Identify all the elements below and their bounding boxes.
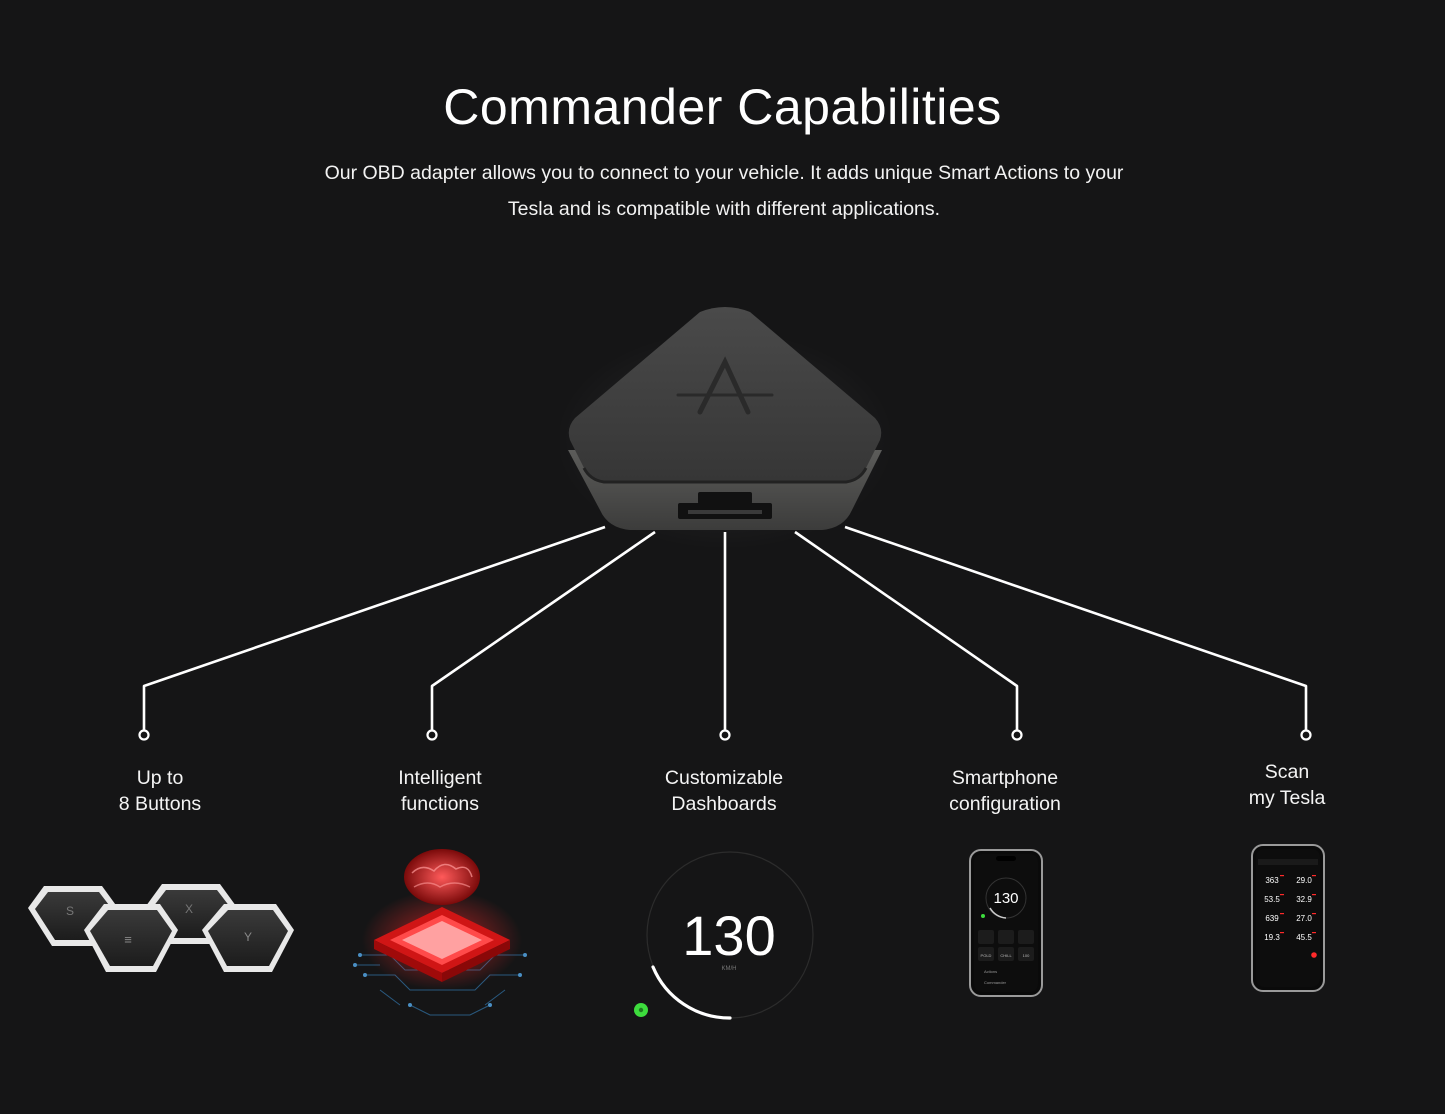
connector-node-3 [719, 729, 731, 741]
gauge-value: 130 [682, 904, 775, 967]
ai-chip-brain-icon [353, 849, 527, 1016]
svg-text:32.9: 32.9 [1296, 895, 1312, 904]
capability-label-buttons: Up to 8 Buttons [118, 767, 202, 815]
connector-node-2 [426, 729, 438, 741]
gauge-unit: KM/H [722, 966, 737, 972]
connector-node-4 [1011, 729, 1023, 741]
buttons-icon: S X ≡ Y [28, 884, 294, 972]
svg-text:Y: Y [244, 930, 252, 944]
svg-text:639: 639 [1265, 914, 1279, 923]
obd-port [678, 492, 772, 519]
connector-2 [430, 530, 656, 730]
capability-label-smartphone: Smartphone configuration [949, 767, 1061, 815]
connector-node-1 [138, 729, 150, 741]
connector-5 [844, 525, 1308, 730]
svg-text:Actions: Actions [984, 969, 997, 974]
svg-text:≡: ≡ [124, 932, 132, 947]
subtitle-line-1: Our OBD adapter allows you to connect to… [324, 162, 1124, 184]
svg-text:363: 363 [1265, 876, 1279, 885]
page-title: Commander Capabilities [443, 79, 1002, 135]
svg-text:19.3: 19.3 [1264, 933, 1280, 942]
hex-button-menu: ≡ [84, 904, 178, 972]
chip [374, 907, 510, 982]
svg-text:X: X [185, 902, 193, 916]
hex-button-y: Y [202, 904, 294, 972]
capability-label-dashboards: Customizable Dashboards [664, 767, 784, 815]
svg-text:29.0: 29.0 [1296, 876, 1312, 885]
svg-text:POLD: POLD [981, 953, 992, 958]
svg-text:53.5: 53.5 [1264, 895, 1280, 904]
page-subtitle: Our OBD adapter allows you to connect to… [282, 155, 1166, 227]
capability-label-intelligent: Intelligent functions [398, 767, 482, 815]
phone-icon: 130 POLD CHILL 100 Actions Commander [969, 849, 1043, 997]
brain-shape [404, 849, 480, 905]
connector-lines [138, 525, 1312, 741]
svg-text:S: S [66, 904, 74, 918]
phone-speed-value: 130 [993, 890, 1018, 907]
scan-phone-icon: 363 29.0 53.5 32.9 639 27.0 19.3 45.5 [1251, 844, 1325, 992]
connector-1 [142, 525, 606, 730]
svg-text:45.5: 45.5 [1296, 933, 1312, 942]
svg-text:27.0: 27.0 [1296, 914, 1312, 923]
subtitle-line-2: Tesla and is compatible with different a… [507, 198, 941, 220]
obd-adapter-device [560, 307, 890, 550]
svg-text:Commander: Commander [984, 980, 1007, 985]
capability-label-scan: Scan my Tesla [1248, 761, 1326, 809]
commander-a-logo-icon [676, 356, 774, 415]
connector-node-5 [1300, 729, 1312, 741]
connector-4 [794, 530, 1019, 730]
speed-gauge-icon: 130 KM/H [634, 851, 814, 1020]
svg-text:100: 100 [1023, 953, 1030, 958]
svg-text:CHILL: CHILL [1000, 953, 1012, 958]
